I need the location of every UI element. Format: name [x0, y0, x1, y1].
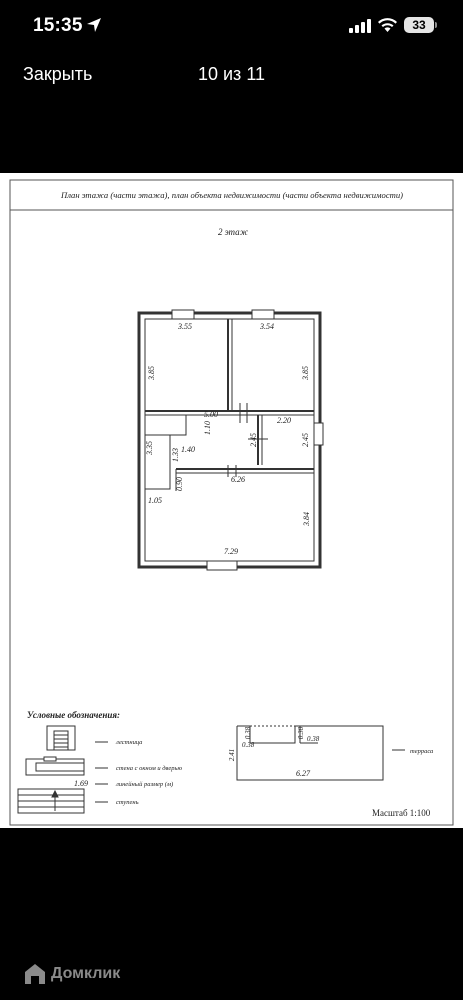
battery-tip	[435, 22, 437, 28]
dim-bottom-width: 7.29	[224, 547, 238, 556]
building-walls	[137, 311, 322, 569]
legend-dim-value: 1.69	[74, 779, 88, 788]
dim-step-a: 0.90	[175, 477, 184, 491]
dim-stair-depth: 1.10	[203, 421, 212, 435]
dim-stair-h: 1.33	[171, 448, 180, 462]
dim-hall-door: 2.45	[249, 433, 258, 447]
terrace-labels: 2.41 0.38 0.38 0.38 0.38 6.27	[228, 726, 320, 778]
terrace-notch-b2: 0.38	[307, 735, 320, 743]
dim-hall-height: 3.84	[302, 512, 311, 527]
legend-stairs-symbol	[46, 725, 76, 751]
dim-hall-width: 6.26	[231, 475, 245, 484]
dim-room2-height: 3.85	[301, 366, 310, 381]
floor-label: 2 этаж	[218, 227, 249, 237]
floor-plan-drawing: План этажа (части этажа), план объекта н…	[9, 179, 454, 826]
status-time: 15:35	[33, 15, 83, 36]
legend-step-symbol	[17, 788, 85, 814]
photo-counter: 10 из 11	[197, 64, 266, 84]
floor-plan-image[interactable]: План этажа (части этажа), план объекта н…	[0, 173, 463, 828]
terrace-height: 2.41	[228, 749, 236, 761]
dim-room2-width: 3.54	[259, 322, 274, 331]
terrace-notch-b1: 0.38	[297, 726, 305, 739]
sheet-border	[9, 179, 454, 826]
terrace-label: терраса	[410, 748, 433, 755]
cellular-signal-icon	[349, 19, 371, 33]
viewer-nav-bar: Закрыть 10 из 11	[0, 54, 463, 98]
legend-step-label: ступень	[116, 799, 139, 806]
terrace-width: 6.27	[296, 769, 311, 778]
dim-room1-height: 3.85	[147, 366, 156, 381]
legend-wall-symbol	[25, 756, 85, 776]
legend-title: Условные обозначения:	[27, 710, 120, 720]
dim-stair-width: 1.40	[181, 445, 195, 454]
dim-room1-width: 3.55	[177, 322, 192, 331]
windows	[171, 309, 324, 571]
plan-scale: Масштаб 1:100	[372, 808, 431, 818]
domclick-logo: Домклик	[24, 962, 120, 986]
dimension-labels: 3.55 3.54 3.85 3.85 5.00 2.20 3.35 1.10 …	[145, 322, 311, 556]
plan-header: План этажа (части этажа), план объекта н…	[60, 190, 403, 200]
terrace-outline	[236, 725, 384, 781]
status-bar: 15:35 33	[0, 0, 463, 54]
wifi-icon	[378, 18, 397, 32]
terrace-notch-a1: 0.38	[244, 726, 252, 739]
dim-bath-height: 2.45	[301, 433, 310, 447]
dim-left-side: 3.35	[145, 441, 154, 456]
battery-indicator: 33	[404, 17, 434, 33]
legend-wall-label: стена с окном и дверью	[116, 765, 182, 772]
logo-text: Домклик	[51, 965, 121, 982]
close-button[interactable]: Закрыть	[23, 64, 93, 84]
location-arrow-icon	[87, 18, 101, 32]
legend-stairs-label: лестница	[115, 739, 142, 746]
dim-step-b: 1.05	[148, 496, 162, 505]
dim-bath-width: 2.20	[277, 416, 291, 425]
door-marks	[227, 403, 268, 477]
terrace-notch-a2: 0.38	[242, 741, 255, 749]
house-logo-icon	[25, 964, 45, 984]
legend-dim-label: линейный размер (м)	[115, 781, 173, 788]
dim-corridor-width: 5.00	[204, 410, 218, 419]
